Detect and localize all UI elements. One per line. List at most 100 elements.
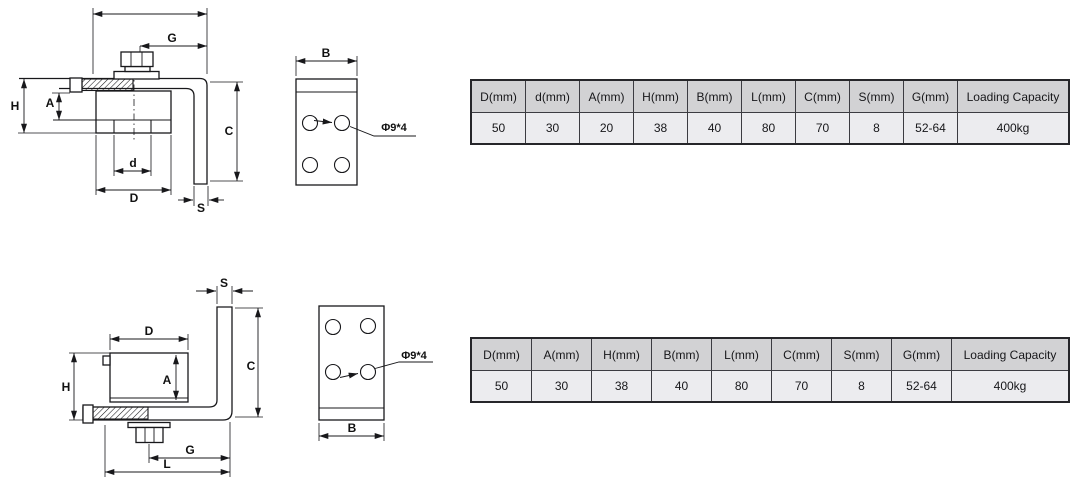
spec-value-cell: 20 (579, 112, 634, 145)
hole-callout-text: Φ9*4 (381, 122, 407, 134)
hinge-body (95, 90, 172, 134)
hinge-pin-cylinder (113, 120, 152, 133)
dim-label-c: C (225, 124, 234, 138)
spec-col-header: Loading Capacity (951, 337, 1070, 371)
dim-label-g: G (185, 443, 194, 457)
plate-outline (318, 305, 385, 421)
spec-col-header: S(mm) (831, 337, 892, 371)
bolt-hole (301, 156, 319, 174)
plate-outline (295, 78, 358, 186)
bottom-plate-view-drawing: Φ9*4 B (318, 305, 433, 441)
adjusting-bolt (82, 404, 149, 424)
spec-value-cell: 38 (591, 370, 652, 403)
dim-label-s: S (197, 201, 205, 215)
spec-col-header: L(mm) (741, 79, 796, 113)
spec-value-cell: 40 (687, 112, 742, 145)
dim-label-b: B (348, 421, 357, 435)
spec-col-header: A(mm) (579, 79, 634, 113)
spec-value-cell: 52-64 (891, 370, 952, 403)
spec-col-header: D(mm) (470, 79, 526, 113)
spec-col-header: G(mm) (903, 79, 958, 113)
nut-and-washer (113, 51, 160, 80)
spec-col-header: C(mm) (795, 79, 850, 113)
dim-b: B (295, 46, 358, 76)
dim-l: L (104, 425, 230, 477)
spec-col-header: Loading Capacity (957, 79, 1070, 113)
bolt-hole (333, 114, 351, 132)
spec-col-header: H(mm) (633, 79, 688, 113)
spec-value-cell: 50 (470, 370, 532, 403)
adjusting-bolt (69, 77, 134, 93)
bolt-hole (333, 156, 351, 174)
dim-label-h: H (62, 380, 71, 394)
dim-h: H (62, 352, 110, 421)
spec-col-header: L(mm) (711, 337, 772, 371)
dim-label-b: B (322, 46, 331, 60)
spec-col-header: A(mm) (531, 337, 592, 371)
top-plate-view-drawing: Φ9*4 B (295, 46, 416, 186)
spec-value-cell: 40 (651, 370, 712, 403)
spec-value-cell: 8 (831, 370, 892, 403)
spec-header-row: D(mm)A(mm)H(mm)B(mm)L(mm)C(mm)S(mm)G(mm)… (470, 337, 1070, 371)
spec-col-header: d(mm) (525, 79, 580, 113)
bolt-hole (324, 318, 342, 336)
bolt-hole (359, 317, 377, 335)
dim-label-a: A (46, 96, 55, 110)
spec-col-header: C(mm) (771, 337, 832, 371)
nut-and-washer (127, 421, 171, 444)
dim-b: B (318, 421, 385, 441)
dim-label-g: G (167, 31, 176, 45)
dim-c: C (210, 81, 243, 182)
dim-label-c: C (247, 359, 256, 373)
spec-col-header: G(mm) (891, 337, 952, 371)
dim-label-d-small: d (129, 156, 136, 170)
spec-value-cell: 400kg (951, 370, 1070, 403)
dim-d-small: d (113, 135, 152, 176)
dim-h: H (11, 79, 27, 133)
dim-a: A (163, 355, 179, 400)
spec-col-header: H(mm) (591, 337, 652, 371)
spec-value-cell: 70 (795, 112, 850, 145)
dim-overall-width (92, 8, 208, 74)
dim-label-l: L (163, 457, 170, 471)
dim-label-s: S (220, 276, 228, 290)
hole-callout-leader: Φ9*4 (339, 350, 433, 379)
dim-label-a: A (163, 373, 172, 387)
dim-g: G (139, 31, 207, 52)
dim-label-d-large: D (145, 324, 154, 338)
spec-value-cell: 8 (849, 112, 904, 145)
spec-value-cell: 400kg (957, 112, 1070, 145)
spec-header-row: D(mm)d(mm)A(mm)H(mm)B(mm)L(mm)C(mm)S(mm)… (470, 79, 1070, 113)
l-bracket-outline (19, 77, 208, 185)
dim-g: G (148, 422, 231, 477)
spec-value-cell: 30 (531, 370, 592, 403)
spec-col-header: S(mm) (849, 79, 904, 113)
spec-value-cell: 50 (470, 112, 526, 145)
bolt-hole (301, 114, 319, 132)
hole-callout-text: Φ9*4 (401, 350, 427, 362)
bottom-side-view-drawing: S C D A H G (62, 276, 263, 477)
dim-a: A (46, 92, 70, 120)
spec-value-cell: 52-64 (903, 112, 958, 145)
spec-col-header: D(mm) (470, 337, 532, 371)
dim-label-h: H (11, 99, 20, 113)
spec-table-bottom: D(mm)A(mm)H(mm)B(mm)L(mm)C(mm)S(mm)G(mm)… (470, 337, 1070, 403)
spec-value-cell: 80 (711, 370, 772, 403)
spec-value-cell: 70 (771, 370, 832, 403)
bolt-hole (359, 363, 377, 381)
dim-s: S (196, 276, 253, 304)
spec-col-header: B(mm) (687, 79, 742, 113)
dim-d-large: D (109, 324, 189, 350)
dim-d-large: D (95, 135, 172, 205)
bolt-hole (324, 363, 342, 381)
spec-col-header: B(mm) (651, 337, 712, 371)
dim-label-d-large: D (130, 191, 139, 205)
dim-c: C (235, 307, 263, 418)
spec-table-top: D(mm)d(mm)A(mm)H(mm)B(mm)L(mm)C(mm)S(mm)… (470, 79, 1070, 145)
spec-value-cell: 30 (525, 112, 580, 145)
spec-value-cell: 80 (741, 112, 796, 145)
spec-value-cell: 38 (633, 112, 688, 145)
